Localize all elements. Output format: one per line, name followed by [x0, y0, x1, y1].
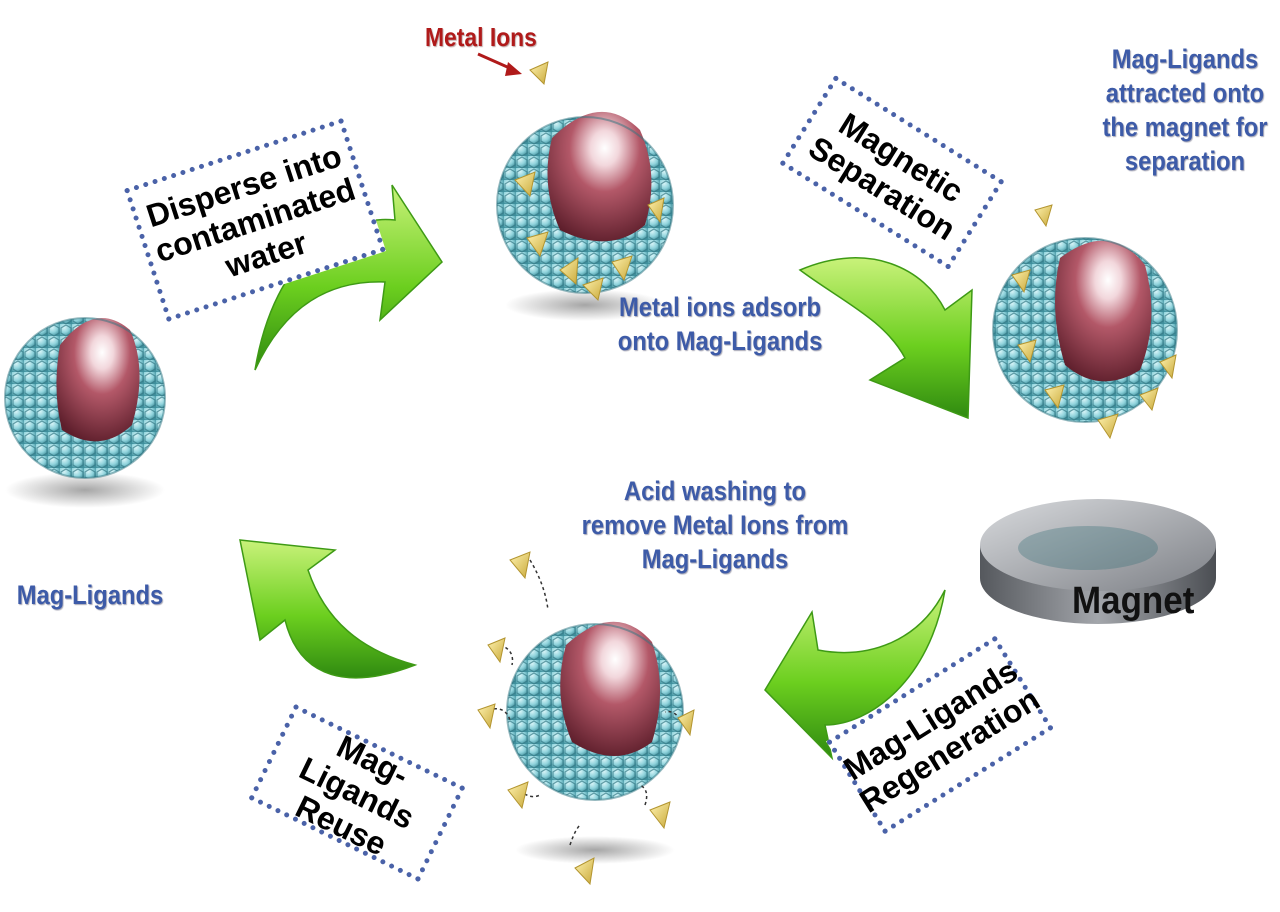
adsorb-label: Metal ions adsorb onto Mag-Ligands — [617, 292, 823, 356]
mag-ligand-sphere-icon — [4, 317, 166, 508]
separated-mag-ligand-sphere-icon — [992, 204, 1178, 440]
metal-ions-label: Metal Ions — [425, 22, 537, 52]
metal-ion-icon — [514, 61, 665, 301]
arrow-reuse-icon — [239, 539, 418, 679]
arrow-regeneration-icon — [764, 589, 946, 761]
regenerated-mag-ligand-sphere-icon — [477, 551, 695, 886]
arrow-separation-icon — [798, 257, 973, 420]
acid-washing-label: Acid washing to remove Metal Ions from M… — [581, 476, 849, 574]
mag-ligands-label: Mag-Ligands — [16, 580, 164, 610]
attracted-label: Mag-Ligands attracted onto the magnet fo… — [1102, 44, 1268, 176]
pointer-arrow — [477, 52, 522, 76]
loaded-mag-ligand-sphere-icon — [496, 61, 674, 321]
magnet-label: Magnet — [1072, 580, 1195, 622]
magnet-icon — [980, 499, 1216, 624]
